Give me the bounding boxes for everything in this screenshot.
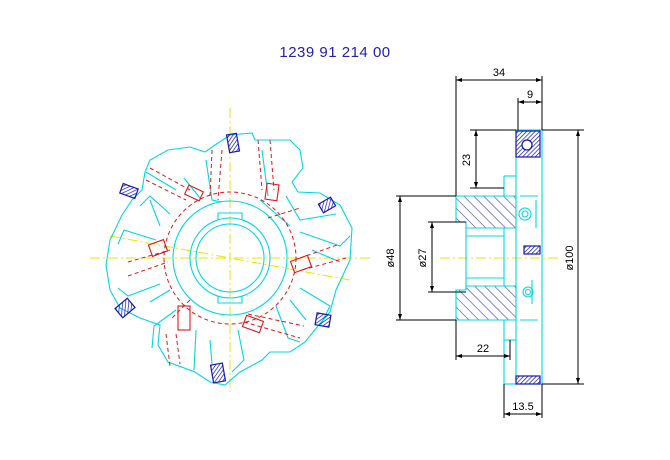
dim-13-5: 13.5: [512, 401, 533, 413]
part-number-title: 1239 91 214 00: [279, 44, 391, 61]
insert-6: [209, 362, 227, 384]
dim-dia-48: ø48: [385, 249, 397, 268]
cutter-body-outline: [105, 132, 353, 386]
dimension-arrows: [398, 78, 580, 416]
dim-dia-27: ø27: [417, 249, 429, 268]
insert-2: [119, 182, 139, 200]
dim-22: 22: [477, 343, 489, 355]
cutting-inserts: [114, 132, 337, 384]
dim-23: 23: [461, 154, 473, 166]
side-insert-mid: [523, 245, 541, 255]
side-insert-bottom: [515, 375, 541, 385]
dim-9: 9: [527, 89, 533, 101]
insert-1: [225, 132, 241, 154]
dim-dia-100: ø100: [564, 245, 576, 270]
insert-5: [314, 312, 332, 328]
front-view: [90, 108, 370, 392]
dim-34: 34: [493, 67, 505, 79]
hatched-sections: [455, 195, 517, 321]
screw-holes: [147, 182, 313, 334]
side-inserts: [515, 130, 541, 385]
side-body-outline: [465, 129, 543, 385]
side-view: 34 9 23 ø48 ø27 ø100 22 13.5: [385, 67, 584, 418]
insert-4: [114, 297, 136, 319]
front-centerlines: [90, 108, 370, 392]
insert-3: [317, 196, 337, 214]
dimension-lines: [396, 76, 584, 418]
insert-screw-icon: [521, 139, 533, 151]
